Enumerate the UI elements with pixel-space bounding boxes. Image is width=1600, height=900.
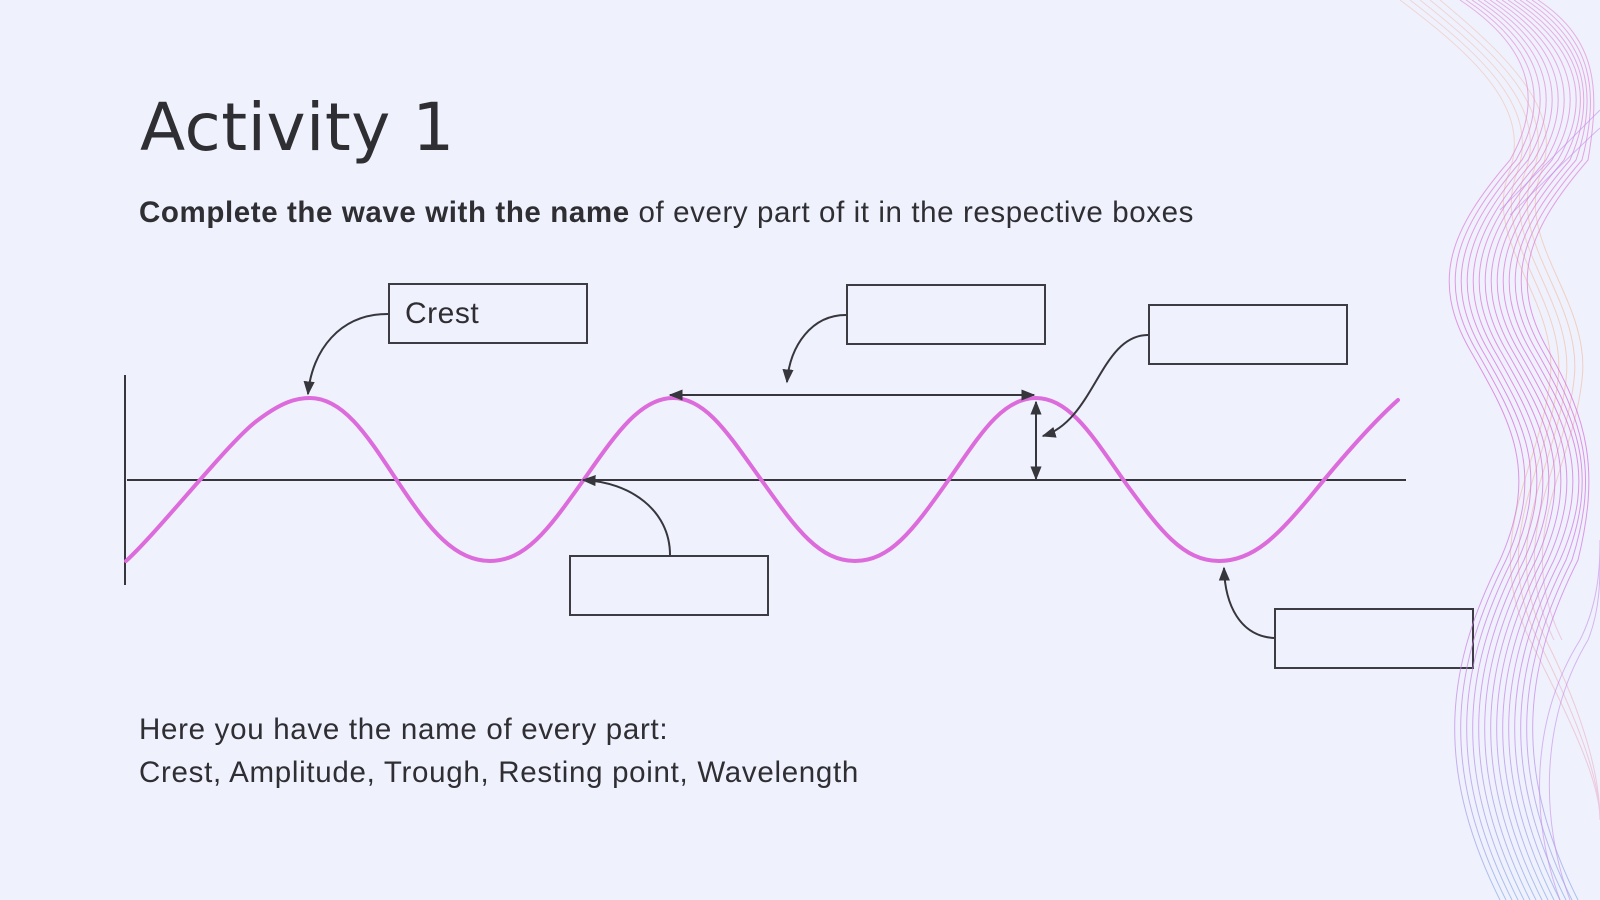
instructions-bold: Complete the wave with the name (139, 196, 630, 229)
wavelength-callout (782, 314, 847, 384)
label-box-amplitude[interactable] (1148, 304, 1348, 365)
label-box-wavelength[interactable] (846, 284, 1046, 345)
hint-line-1: Here you have the name of every part: (139, 713, 669, 746)
instructions: Complete the wave with the name of every… (139, 196, 1194, 230)
amplitude-callout (1041, 334, 1149, 438)
hint-line-2: Crest, Amplitude, Trough, Resting point,… (139, 756, 860, 789)
label-box-resting-point[interactable] (569, 555, 769, 616)
decorative-wave-lines (1399, 0, 1600, 900)
wave-curve (124, 395, 1400, 564)
trough-callout (1218, 566, 1275, 639)
label-box-trough[interactable] (1274, 608, 1474, 669)
crest-callout (303, 313, 389, 396)
resting-point-callout (581, 474, 671, 556)
instructions-rest: of every part of it in the respective bo… (629, 196, 1194, 229)
slide-title: Activity 1 (140, 89, 455, 166)
label-box-crest[interactable]: Crest (388, 283, 588, 344)
hint-text: Here you have the name of every part: Cr… (139, 708, 859, 794)
